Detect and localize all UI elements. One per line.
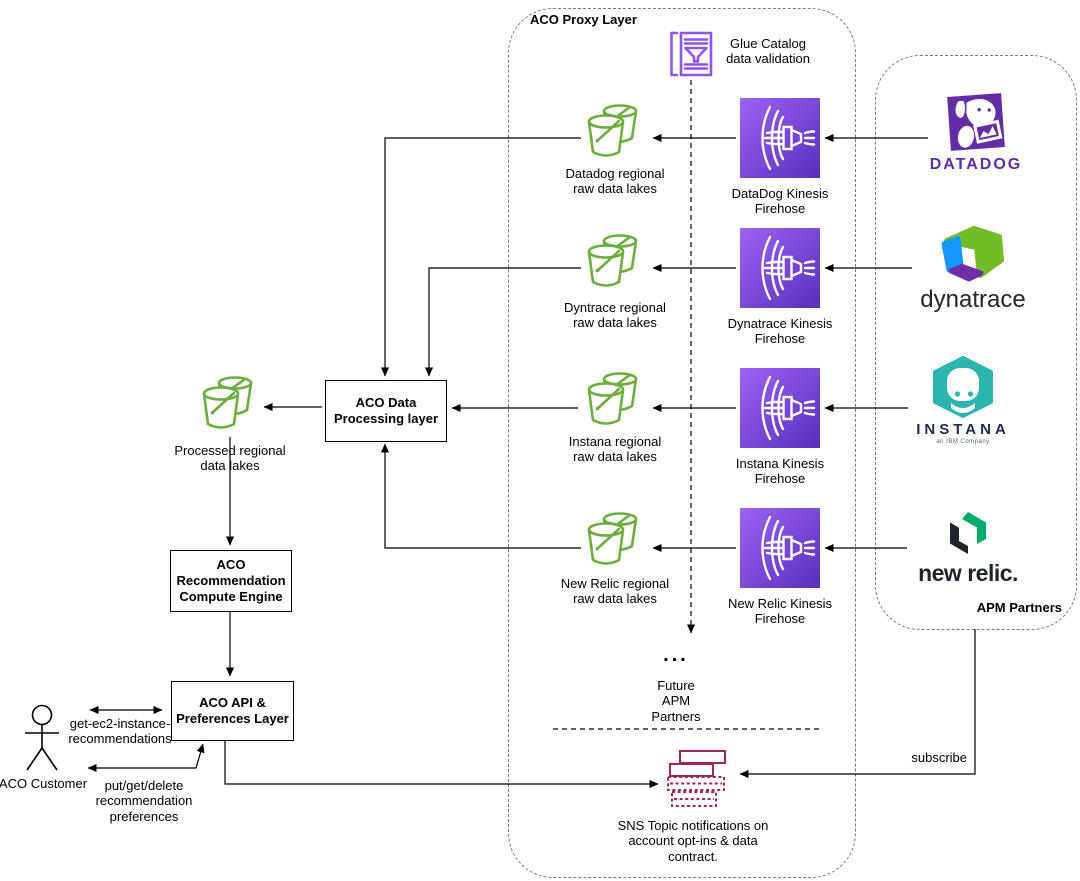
newrelic-logo: new relic. (902, 510, 1034, 587)
s3-bucket-icon (583, 100, 643, 162)
dynatrace-wordmark: dynatrace (920, 286, 1026, 313)
processed-lakes-label: Processed regional data lakes (174, 443, 286, 474)
edge-datadog-lake-to-processing (381, 137, 581, 377)
get-recommendations-label: get-ec2-instance- recommendations (68, 716, 172, 747)
s3-bucket-icon (583, 508, 643, 570)
sns-topic-icon (667, 750, 726, 807)
dynatrace-firehose-label: Dynatrace Kinesis Firehose (727, 316, 833, 347)
newrelic-hex-icon (950, 512, 986, 554)
dynatrace-cube-icon (941, 226, 1004, 282)
proxy-layer-title: ACO Proxy Layer (530, 12, 637, 27)
apm-partners-container (875, 55, 1077, 630)
future-partners-label: Future APM Partners (651, 678, 701, 724)
kinesis-firehose-icon (740, 228, 820, 308)
s3-bucket-icon (583, 230, 643, 292)
apm-partners-title: APM Partners (976, 600, 1062, 615)
sns-topic-label: SNS Topic notifications on account opt-i… (617, 818, 769, 864)
api-preferences-box: ACO API & Preferences Layer (171, 681, 294, 741)
customer-stick-figure-icon (25, 704, 59, 771)
datadog-logo: DATADOG (928, 90, 1024, 174)
future-partners-dots: ... (663, 644, 689, 666)
newrelic-firehose-label: New Relic Kinesis Firehose (727, 596, 833, 627)
datadog-wordmark: DATADOG (929, 156, 1023, 173)
instana-wordmark: INSTANA (916, 421, 1010, 438)
kinesis-firehose-icon (740, 508, 820, 588)
edge-newrelic-lake-to-processing (381, 443, 581, 549)
instana-subtext: an IBM Company (936, 439, 990, 445)
edge-customer-put-preferences (87, 743, 205, 772)
compute-engine-box: ACO Recommendation Compute Engine (170, 550, 292, 612)
s3-bucket-icon (198, 372, 258, 434)
newrelic-lake-label: New Relic regional raw data lakes (560, 576, 670, 607)
customer-label: ACO Customer (0, 776, 88, 791)
edge-apm-subscribe-to-sns (739, 629, 976, 778)
dynatrace-logo: dynatrace (908, 220, 1038, 314)
instana-firehose-label: Instana Kinesis Firehose (735, 456, 825, 487)
newrelic-wordmark: new relic. (918, 560, 1018, 586)
aco-proxy-layer-container (508, 8, 856, 878)
datadog-lake-label: Datadog regional raw data lakes (565, 166, 665, 197)
glue-catalog-icon (670, 31, 713, 77)
glue-catalog-label: Glue Catalog data validation (726, 36, 810, 67)
edge-api-to-sns (224, 740, 659, 788)
s3-bucket-icon (583, 368, 643, 430)
datadog-firehose-label: DataDog Kinesis Firehose (731, 186, 829, 217)
datadog-dog-icon (947, 93, 1005, 151)
data-processing-box: ACO Data Processing layer (325, 380, 447, 442)
subscribe-label: subscribe (911, 750, 967, 765)
dynatrace-lake-label: Dyntrace regional raw data lakes (564, 300, 666, 331)
instana-lake-label: Instana regional raw data lakes (568, 434, 662, 465)
put-preferences-label: put/get/delete recommendation preference… (95, 778, 193, 824)
kinesis-firehose-icon (740, 98, 820, 178)
instana-logo: INSTANA an IBM Company (905, 356, 1021, 445)
instana-robot-icon (933, 356, 993, 418)
kinesis-firehose-icon (740, 368, 820, 448)
edge-dynatrace-lake-to-processing (425, 267, 581, 377)
